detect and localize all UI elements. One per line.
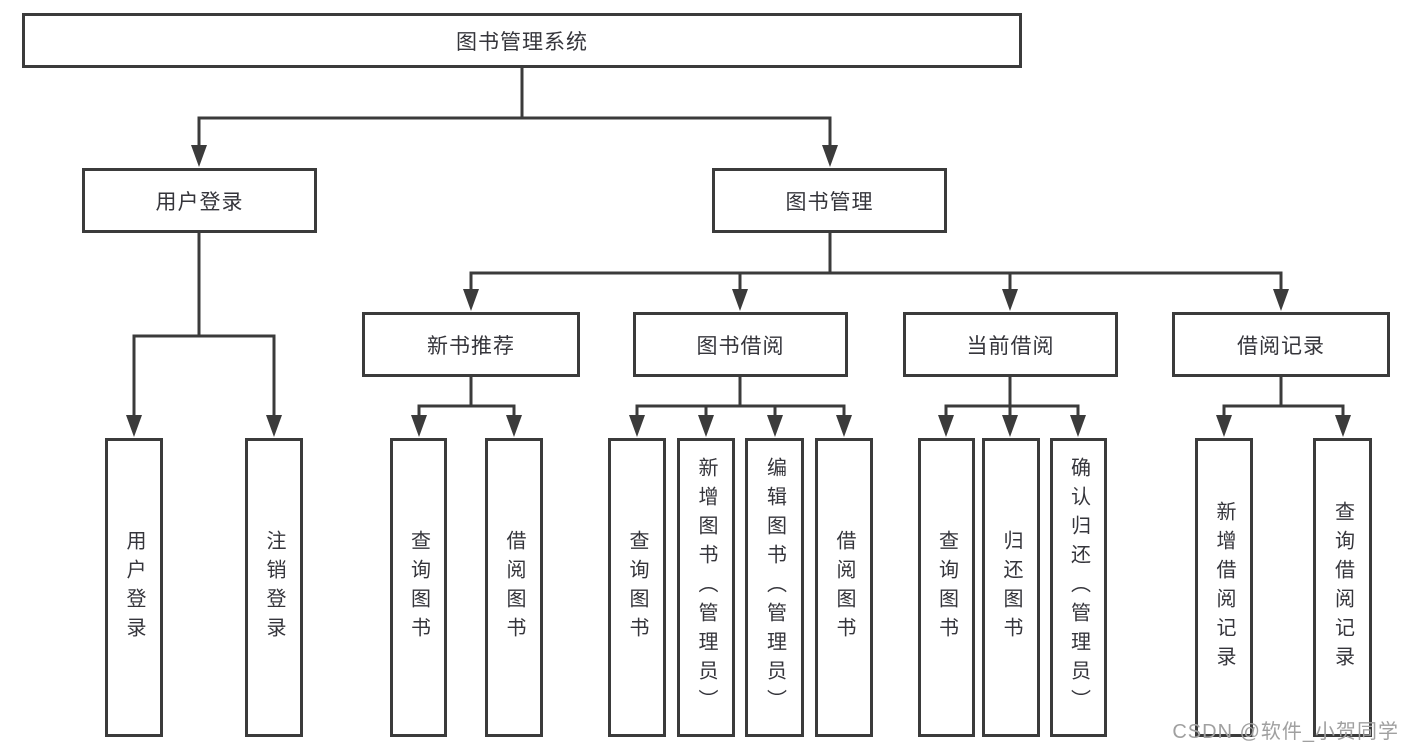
leaf-bb-borrow-books: 借阅图书 (815, 438, 873, 737)
edge-current-borrow-to-leaves (944, 375, 1080, 419)
edge-borrow-record-to-leaves (1222, 375, 1345, 419)
arrowheads-book-borrow-leaves (629, 415, 852, 437)
leaf-bb-query-books: 查询图书 (608, 438, 666, 737)
arrowheads-new-book-rec-leaves (411, 415, 522, 437)
edge-new-book-rec-to-leaves (417, 375, 516, 419)
csdn-watermark: CSDN @软件_小贺同学 (1172, 721, 1399, 743)
leaf-bb-add-books-admin: 新增图书（管理员） (677, 438, 735, 737)
leaf-cb-confirm-return-admin: 确认归还（管理员） (1050, 438, 1107, 737)
leaf-nbr-query-books: 查询图书 (390, 438, 447, 737)
leaf-cb-return-books: 归还图书 (982, 438, 1040, 737)
leaf-user-login: 用户登录 (105, 438, 163, 737)
edge-book-mgmt-to-level3 (469, 231, 1283, 293)
leaf-logout: 注销登录 (245, 438, 303, 737)
node-borrowing-records: 借阅记录 (1172, 312, 1390, 377)
leaf-br-query-record: 查询借阅记录 (1313, 438, 1372, 737)
leaf-cb-query-books: 查询图书 (918, 438, 975, 737)
node-user-login: 用户登录 (82, 168, 317, 233)
leaf-bb-edit-books-admin: 编辑图书（管理员） (745, 438, 804, 737)
arrowheads-user-login-leaves (126, 415, 282, 437)
arrowheads-level2 (191, 145, 838, 167)
node-root: 图书管理系统 (22, 13, 1022, 68)
edge-book-borrow-to-leaves (635, 375, 846, 419)
edge-root-to-level2 (197, 66, 832, 149)
node-book-management: 图书管理 (712, 168, 947, 233)
arrowheads-current-borrow-leaves (938, 415, 1086, 437)
leaf-nbr-borrow-books: 借阅图书 (485, 438, 543, 737)
arrowheads-borrow-record-leaves (1216, 415, 1351, 437)
node-new-book-recommend: 新书推荐 (362, 312, 580, 377)
node-book-borrowing: 图书借阅 (633, 312, 848, 377)
arrowheads-level3 (463, 289, 1289, 311)
edge-user-login-to-leaves (132, 231, 276, 419)
node-current-borrowing: 当前借阅 (903, 312, 1118, 377)
leaf-br-add-record: 新增借阅记录 (1195, 438, 1253, 737)
